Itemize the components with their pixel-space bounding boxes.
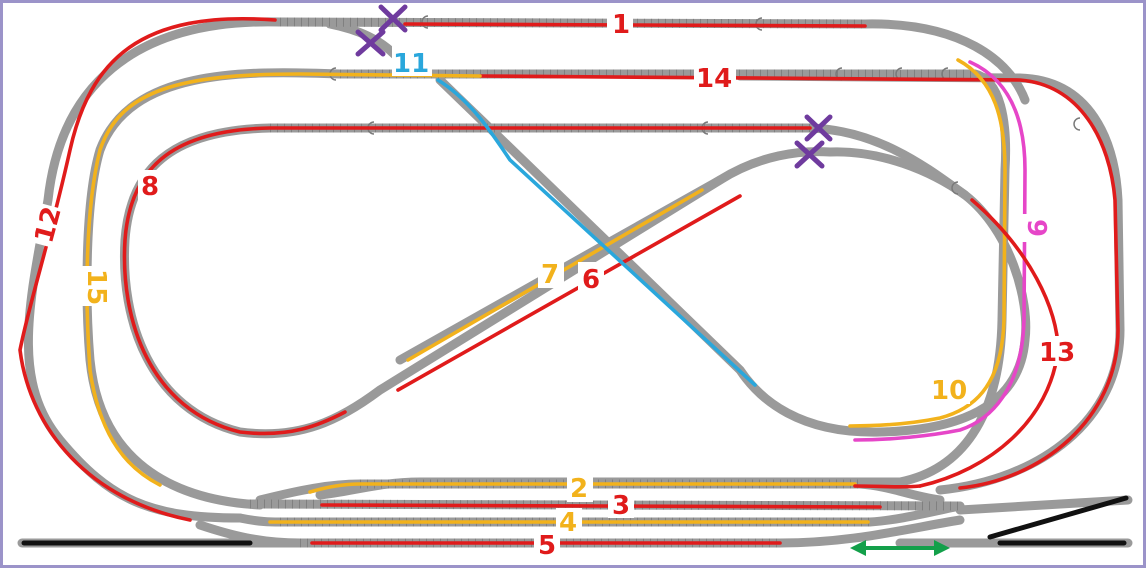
section-8-line [122,126,812,436]
track-figure-eight [265,75,1031,437]
section-1-line [403,22,867,28]
section-2-label: 2 [570,474,588,504]
section-6-line [396,194,742,392]
section-11-line [436,78,757,387]
section-14-label: 14 [696,64,732,94]
x-mark-icon [804,114,833,142]
track-lead-right [955,495,1133,515]
section-1-label: 1 [612,10,630,40]
section-9-label-group: 9 [1021,214,1051,242]
section-15-label-group: 15 [81,266,111,306]
section-10-line [848,58,1007,428]
section-14-line [478,74,1120,490]
section-10-label: 10 [931,376,967,406]
section-3-line [320,503,882,509]
dead-end-leads [21,495,1129,546]
section-4-label: 4 [559,508,577,538]
double-arrow-icon [850,540,950,556]
section-9-label: 9 [1021,219,1051,237]
x-mark-icon [355,29,386,57]
track-loop-13 [735,71,1125,495]
section-11-label: 11 [393,49,429,79]
section-link-line [853,484,922,489]
section-5-label: 5 [538,531,556,561]
section-2-line [308,482,857,494]
section-15-line [85,72,482,487]
section-9-line [853,60,1027,442]
section-3-label: 3 [612,491,630,521]
closed-turnouts [355,4,833,169]
track-spur-top [325,19,400,60]
section-7-label: 7 [541,260,559,290]
section-12-line [18,17,277,522]
section-13-label: 13 [1039,338,1075,368]
track-outer-loop [275,17,1030,105]
lead-right-upper-line [987,495,1129,540]
section-labels: 1 2 3 4 5 6 7 8 9 10 11 12 13 14 [29,8,1080,561]
section-15-label: 15 [81,269,111,305]
section-8-label: 8 [141,172,159,202]
section-6-label: 6 [582,265,600,295]
x-mark-icon [794,140,825,169]
x-mark-icon [378,4,408,33]
track-yard-4 [235,501,965,527]
colored-sections [18,17,1120,545]
